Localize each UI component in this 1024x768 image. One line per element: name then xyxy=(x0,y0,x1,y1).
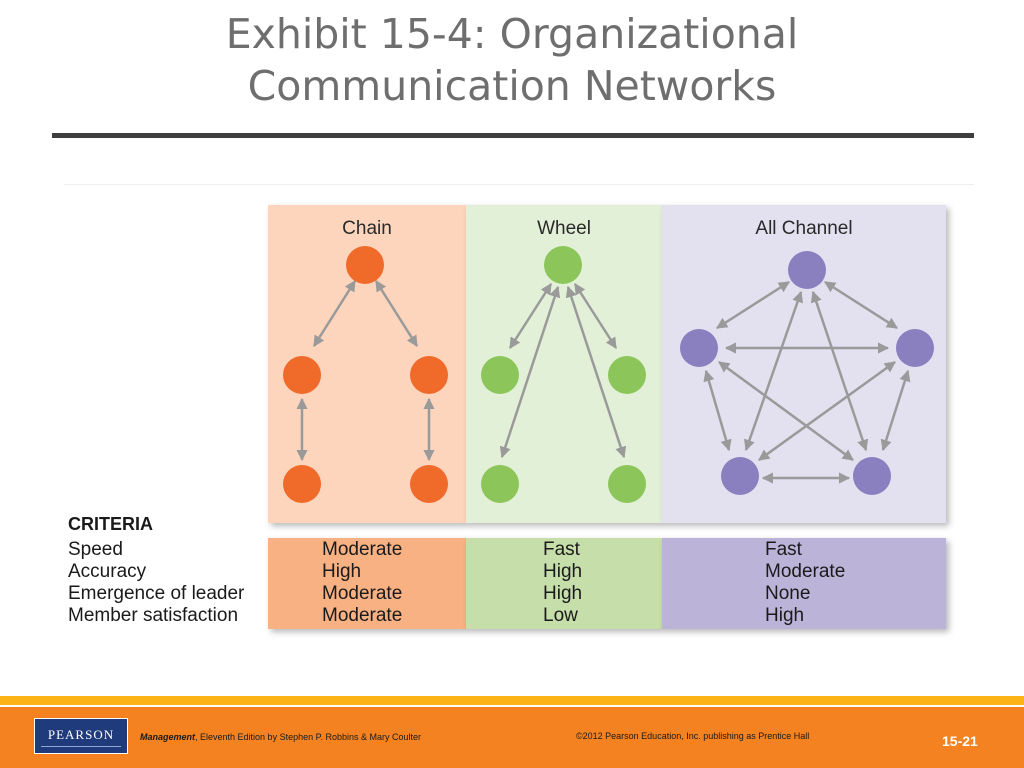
all-node-top xyxy=(788,251,826,289)
chain-link-top-left xyxy=(312,280,357,347)
footer-accent-stripe xyxy=(0,696,1024,705)
all-link-right-bottom-left xyxy=(758,360,896,462)
criteria-speed: Speed xyxy=(68,539,123,560)
all-node-bottom-right xyxy=(853,457,891,495)
chain-node-bottom-right xyxy=(410,465,448,503)
footer-book-title: Management xyxy=(140,732,196,742)
footer-copyright: ©2012 Pearson Education, Inc. publishing… xyxy=(576,731,810,741)
footer-bar xyxy=(0,707,1024,768)
all-node-bottom-left xyxy=(721,457,759,495)
chain-link-top-right xyxy=(374,280,419,347)
criteria-heading: CRITERIA xyxy=(68,514,153,534)
chain-node-mid-left xyxy=(283,356,321,394)
criteria-list: Speed Accuracy Emergence of leader Membe… xyxy=(68,539,244,627)
all-link-top-left xyxy=(716,280,790,330)
chain-network xyxy=(283,246,448,503)
footer-book-authors: , Eleventh Edition by Stephen P. Robbins… xyxy=(195,732,421,742)
all-link-top-right xyxy=(824,280,898,330)
all-channel-ratings: Fast Moderate None High xyxy=(662,538,946,629)
chain-rating-accuracy: High xyxy=(322,561,362,582)
criteria-member-satisfaction: Member satisfaction xyxy=(68,605,239,626)
wheel-rating-satisfaction: Low xyxy=(543,605,578,626)
all-channel-network-title: All Channel xyxy=(755,218,853,239)
wheel-link-mid-left xyxy=(508,283,553,349)
all-channel-rating-satisfaction: High xyxy=(765,605,805,626)
chain-ratings: Moderate High Moderate Moderate xyxy=(268,538,466,629)
wheel-link-mid-right xyxy=(573,283,618,349)
content-divider xyxy=(64,184,974,185)
wheel-network-title: Wheel xyxy=(537,218,591,239)
footer-book-credit: Management, Eleventh Edition by Stephen … xyxy=(140,732,421,742)
all-link-left-bottom-right xyxy=(718,360,854,462)
pearson-logo: PEARSON xyxy=(34,718,128,754)
wheel-network xyxy=(481,246,646,503)
wheel-ratings: Fast High High Low xyxy=(466,538,662,629)
wheel-rating-leader: High xyxy=(543,583,583,604)
wheel-node-center xyxy=(544,246,582,284)
wheel-node-bottom-left xyxy=(481,465,519,503)
all-node-left xyxy=(680,329,718,367)
chain-node-mid-right xyxy=(410,356,448,394)
wheel-link-bottom-left xyxy=(499,285,561,459)
slide-title-line2: Communication Networks xyxy=(247,62,777,111)
all-link-top-bottom-left xyxy=(744,290,803,452)
pearson-logo-underline xyxy=(41,746,121,747)
pearson-logo-text: PEARSON xyxy=(47,727,115,742)
chain-node-bottom-left xyxy=(283,465,321,503)
all-node-right xyxy=(896,329,934,367)
all-link-top-bottom-right xyxy=(810,290,869,452)
criteria-accuracy: Accuracy xyxy=(68,561,147,582)
page-number: 15-21 xyxy=(942,733,978,749)
chain-rating-satisfaction: Moderate xyxy=(322,605,403,626)
chain-rating-leader: Moderate xyxy=(322,583,403,604)
all-channel-rating-accuracy: Moderate xyxy=(765,561,846,582)
slide-title-line1: Exhibit 15-4: Organizational xyxy=(225,10,799,58)
wheel-link-bottom-right xyxy=(565,285,627,459)
all-channel-network xyxy=(680,251,934,495)
all-link-right-bottom-right xyxy=(880,369,911,452)
chain-rating-speed: Moderate xyxy=(322,539,403,560)
all-link-left-bottom-left xyxy=(703,369,732,452)
wheel-node-mid-left xyxy=(481,356,519,394)
wheel-node-bottom-right xyxy=(608,465,646,503)
chain-network-title: Chain xyxy=(342,218,392,239)
wheel-rating-accuracy: High xyxy=(543,561,583,582)
all-channel-rating-speed: Fast xyxy=(765,539,802,560)
wheel-rating-speed: Fast xyxy=(543,539,580,560)
slide-title: Exhibit 15-4: Organizational Communicati… xyxy=(0,8,1024,113)
criteria-emergence-of-leader: Emergence of leader xyxy=(68,583,245,604)
wheel-node-mid-right xyxy=(608,356,646,394)
title-divider xyxy=(52,133,974,138)
chain-node-top xyxy=(346,246,384,284)
all-channel-rating-leader: None xyxy=(765,583,811,604)
